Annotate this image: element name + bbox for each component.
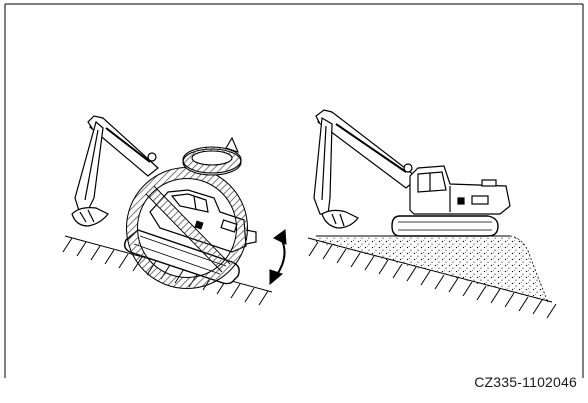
rotation-arrow-icon [183,138,241,175]
figure-code-label: CZ335-1102046 [474,374,577,390]
tilt-arrow-icon [270,230,286,284]
panel-wrong-slope [63,116,286,305]
excavator-level [314,110,510,236]
panel-correct-leveled [308,110,556,318]
